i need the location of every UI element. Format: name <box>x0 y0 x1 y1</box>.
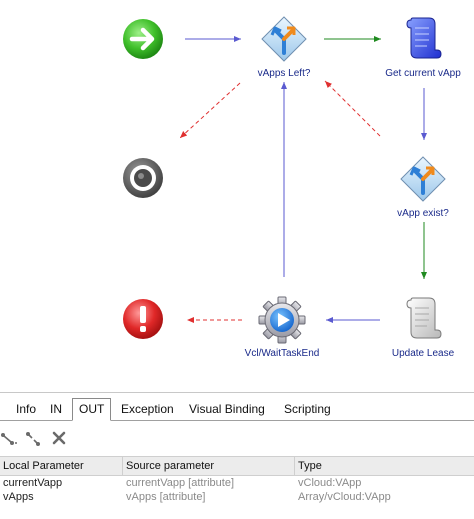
script-scroll-icon <box>406 297 442 339</box>
start-arrow-icon <box>123 19 163 59</box>
gear-play-icon <box>258 296 306 344</box>
tab-out[interactable]: OUT <box>72 398 112 421</box>
table-row[interactable]: vApps vApps [attribute] Array/vCloud:VAp… <box>0 490 474 504</box>
tab-in[interactable]: IN <box>50 402 62 416</box>
parameter-toolbar <box>0 429 474 447</box>
end-target-icon <box>123 158 163 198</box>
vcl-wait-task-end-node[interactable] <box>258 296 306 344</box>
tab-scripting[interactable]: Scripting <box>284 402 331 416</box>
local-parameter-cell: currentVapp <box>3 477 63 489</box>
local-parameter-cell: vApps <box>3 491 34 503</box>
type-cell: vCloud:VApp <box>298 477 362 489</box>
end-node[interactable] <box>122 157 164 199</box>
vapps-left-label: vApps Left? <box>257 68 311 79</box>
start-node[interactable] <box>122 18 164 60</box>
table-row[interactable]: currentVapp currentVapp [attribute] vClo… <box>0 476 474 490</box>
link-vapps-left-to-end-false[interactable] <box>179 82 241 139</box>
type-cell: Array/vCloud:VApp <box>298 491 391 503</box>
properties-panel: Info IN OUT Exception Visual Binding Scr… <box>0 392 474 519</box>
column-header-type[interactable]: Type <box>298 460 322 472</box>
tab-visual-binding[interactable]: Visual Binding <box>189 402 265 416</box>
source-parameter-cell: currentVapp [attribute] <box>126 477 235 489</box>
decision-icon <box>400 156 446 202</box>
source-parameter-cell: vApps [attribute] <box>126 491 206 503</box>
workflow-schema-canvas[interactable]: vApps Left? Get current vApp <box>0 0 474 392</box>
error-node[interactable] <box>122 298 164 340</box>
vapp-exist-label: vApp exist? <box>397 208 449 219</box>
vapps-left-decision-node[interactable] <box>260 15 308 63</box>
error-exclamation-icon <box>123 299 163 339</box>
column-header-local-parameter[interactable]: Local Parameter <box>0 457 123 475</box>
get-current-vapp-node[interactable] <box>403 14 443 62</box>
vcl-wait-task-end-label: Vcl/WaitTaskEnd <box>244 348 320 359</box>
get-current-vapp-label: Get current vApp <box>385 68 461 79</box>
bind-parameter-icon <box>1 433 17 445</box>
scriptable-task-scroll-icon <box>406 17 442 59</box>
unbind-parameter-button[interactable] <box>24 429 42 447</box>
bind-parameter-button[interactable] <box>0 429 18 447</box>
vapp-exist-decision-node[interactable] <box>399 155 447 203</box>
delete-x-icon <box>52 431 66 445</box>
update-lease-node[interactable] <box>403 294 443 342</box>
link-vapp-exist-to-vapps-left-false[interactable] <box>324 80 381 137</box>
delete-parameter-button[interactable] <box>50 429 68 447</box>
column-header-source-parameter[interactable]: Source parameter <box>123 457 295 475</box>
decision-icon <box>261 16 307 62</box>
update-lease-label: Update Lease <box>391 348 455 359</box>
tab-exception[interactable]: Exception <box>121 402 174 416</box>
tab-bar: Info IN OUT Exception Visual Binding Scr… <box>0 398 474 421</box>
parameter-table: Local Parameter Source parameter Type cu… <box>0 456 474 504</box>
tab-info[interactable]: Info <box>16 402 37 416</box>
unbind-parameter-icon <box>26 432 40 446</box>
table-header: Local Parameter Source parameter Type <box>0 456 474 476</box>
workflow-links <box>179 36 427 323</box>
